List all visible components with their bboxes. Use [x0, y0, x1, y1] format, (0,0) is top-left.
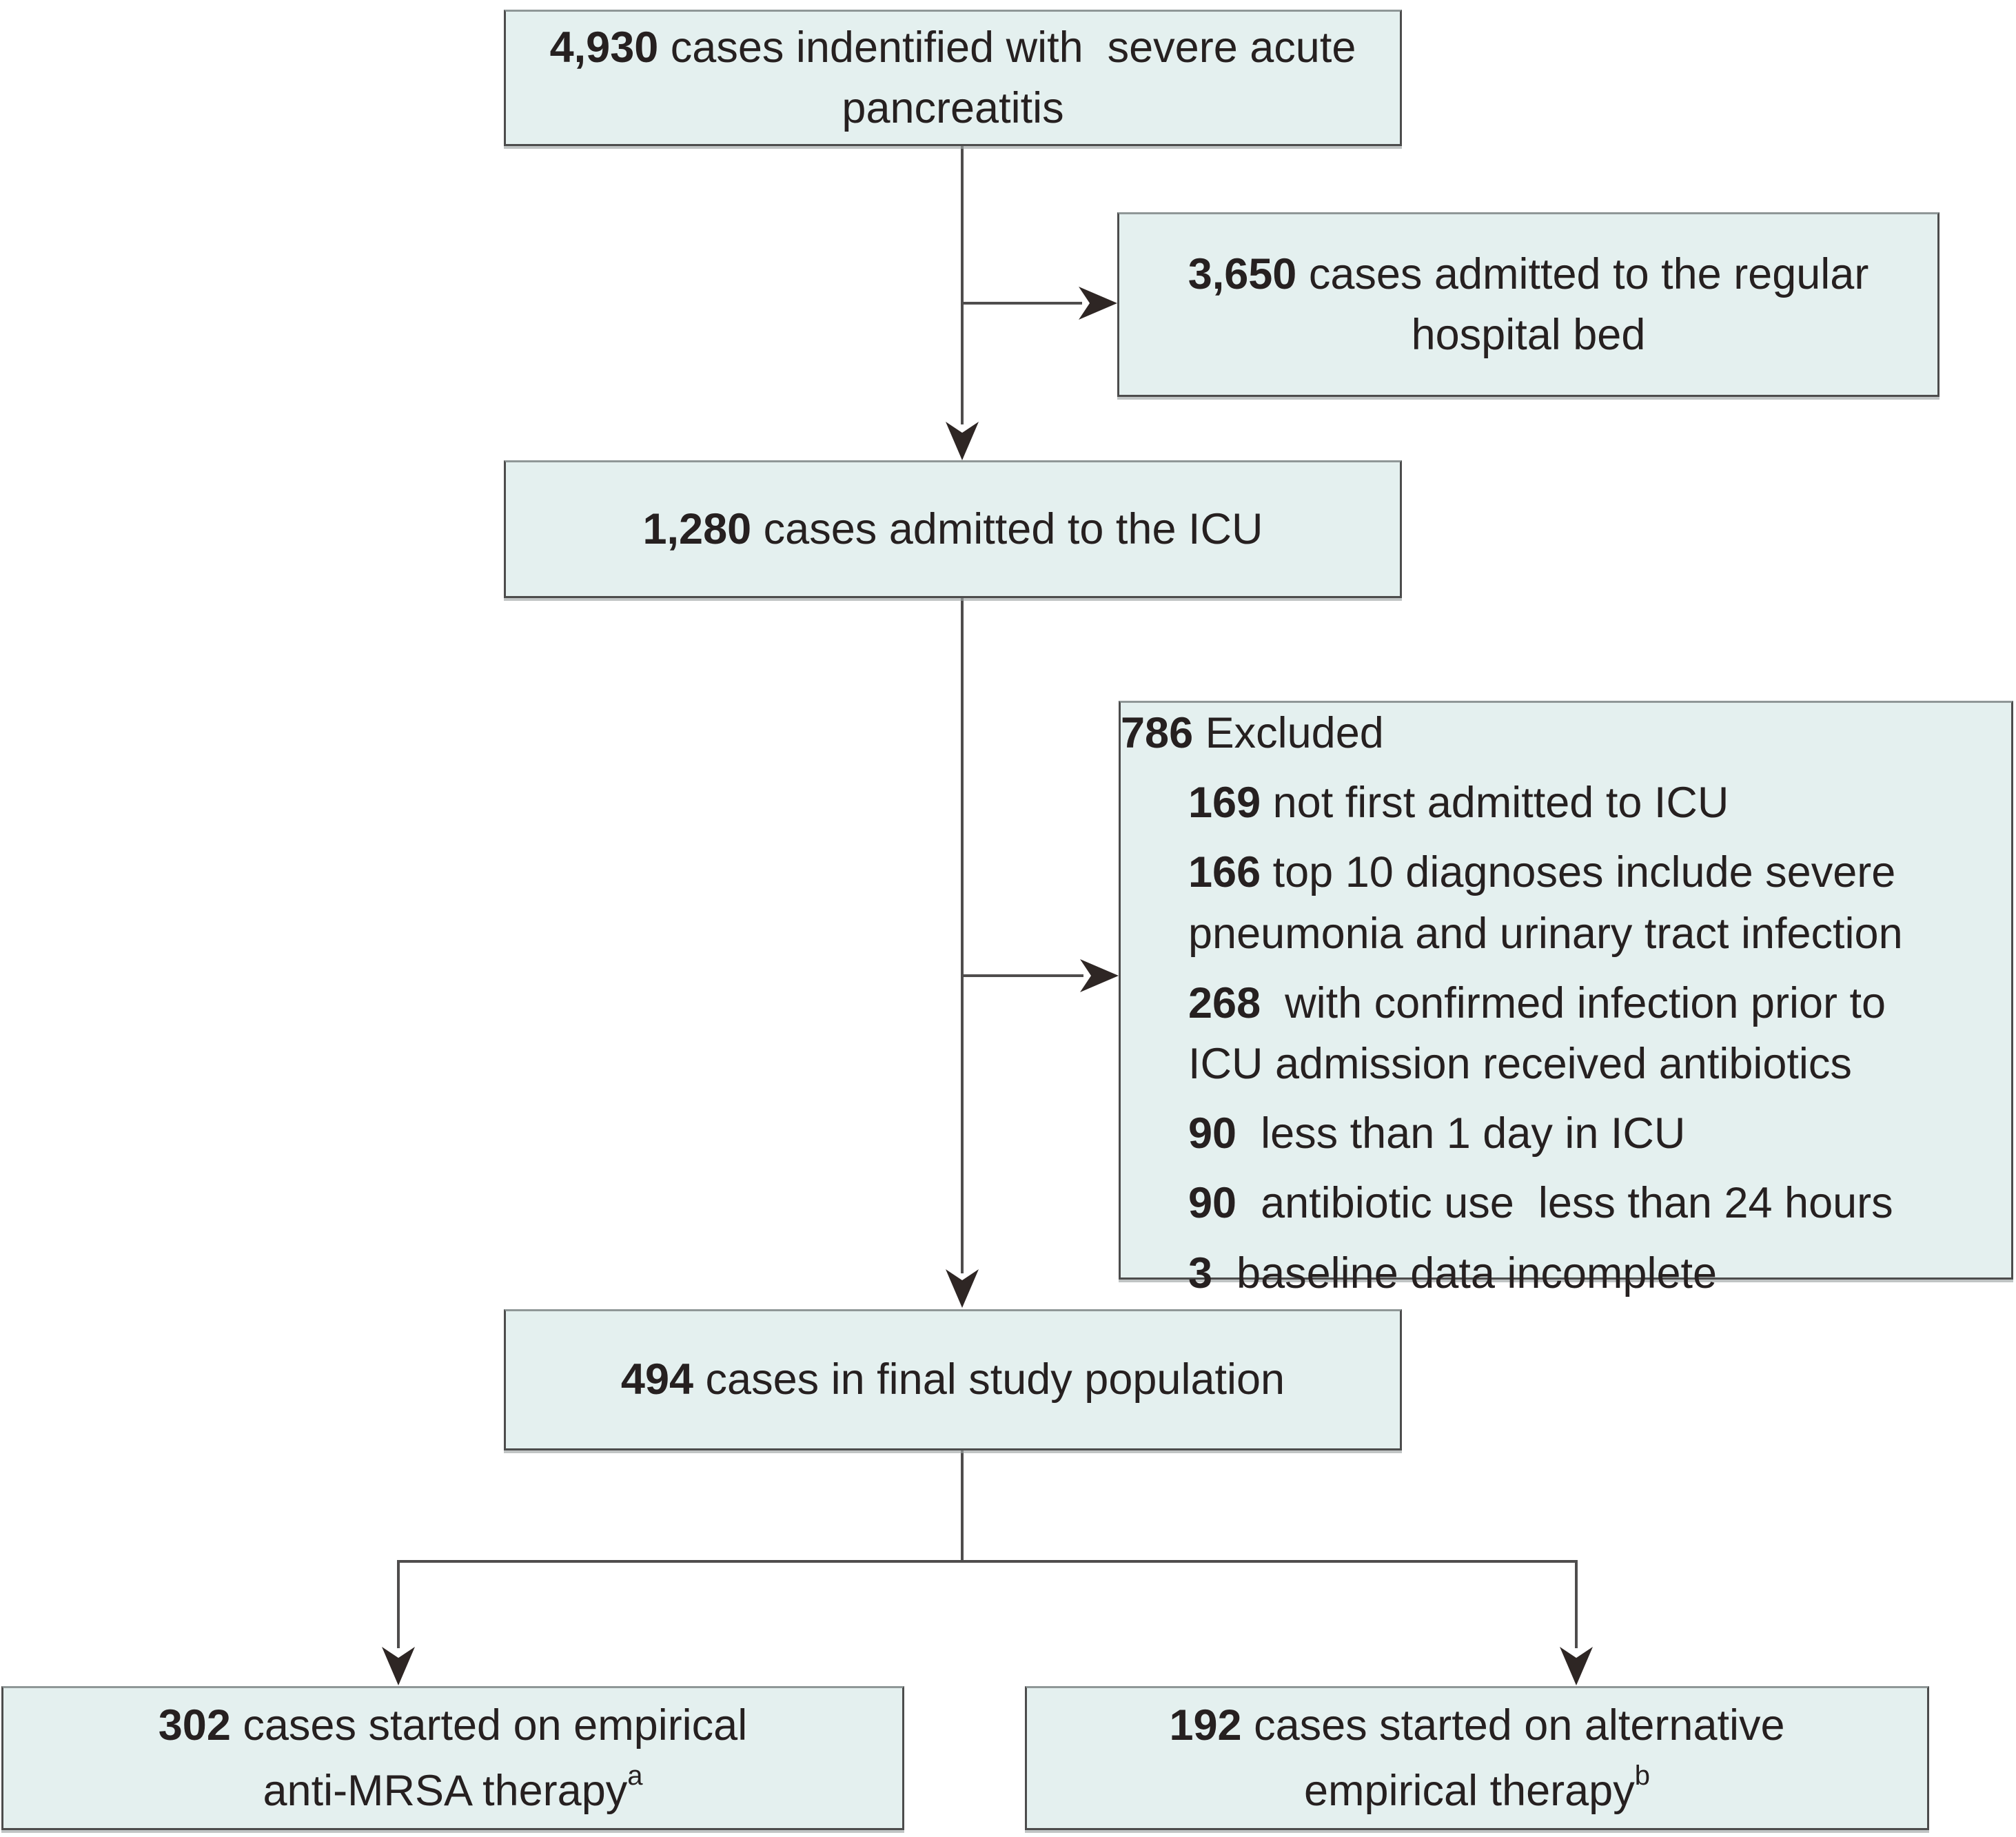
arrowhead-down-mrsa: [382, 1647, 415, 1685]
excluded-item-text: not first admitted to ICU: [1261, 779, 1729, 828]
arrowhead-right-excluded: [1080, 959, 1119, 992]
identified-text: cases indentified with severe acute panc…: [670, 23, 1356, 132]
excluded-item-count: 268: [1188, 978, 1261, 1027]
mrsa-label: 302 cases started on empirical anti-MRSA…: [159, 1695, 747, 1820]
final-text: cases in final study population: [693, 1355, 1285, 1404]
connector-icu-to-final: [961, 598, 964, 1273]
excluded-item-text: with confirmed infection prior to ICU ad…: [1188, 978, 1886, 1088]
excluded-count: 786: [1121, 709, 1194, 757]
mrsa-footnote-marker: a: [627, 1760, 643, 1791]
box-identified-cases: 4,930 cases indentified with severe acut…: [504, 10, 1402, 146]
box-final-population: 494 cases in final study population: [504, 1309, 1402, 1450]
icu-label: 1,280 cases admitted to the ICU: [643, 499, 1263, 560]
excluded-item-prior-infection: 268 with confirmed infection prior to IC…: [1188, 973, 2011, 1094]
icu-text: cases admitted to the ICU: [751, 504, 1263, 553]
connector-to-excluded: [961, 974, 1083, 977]
excluded-title-text: Excluded: [1193, 709, 1384, 757]
arrowhead-down-alt: [1560, 1647, 1593, 1685]
excluded-item-less-1day: 90 less than 1 day in ICU: [1188, 1103, 2011, 1164]
regular-bed-text: cases admitted to the regular hospital b…: [1308, 249, 1869, 359]
identified-label: 4,930 cases indentified with severe acut…: [550, 17, 1356, 138]
final-count: 494: [620, 1355, 694, 1404]
alt-text: cases started on alternative empirical t…: [1254, 1701, 1785, 1815]
box-anti-mrsa-therapy: 302 cases started on empirical anti-MRSA…: [1, 1686, 904, 1830]
mrsa-text: cases started on empirical anti-MRSA the…: [243, 1701, 748, 1815]
excluded-item-count: 166: [1188, 848, 1261, 897]
excluded-item-count: 90: [1188, 1109, 1237, 1158]
box-alternative-therapy: 192 cases started on alternative empiric…: [1025, 1686, 1929, 1830]
alt-count: 192: [1169, 1701, 1242, 1750]
final-label: 494 cases in final study population: [621, 1349, 1285, 1410]
connector-identified-to-icu: [961, 146, 964, 424]
identified-count: 4,930: [549, 23, 659, 72]
connector-to-regular-bed: [961, 302, 1082, 305]
excluded-item-count: 169: [1188, 779, 1261, 828]
arrowhead-down-final: [946, 1269, 979, 1308]
mrsa-count: 302: [158, 1701, 231, 1750]
excluded-item-diagnoses: 166 top 10 diagnoses include severe pneu…: [1188, 842, 2011, 963]
excluded-item-text: less than 1 day in ICU: [1236, 1109, 1686, 1158]
excluded-item-text: baseline data incomplete: [1212, 1249, 1718, 1297]
arrowhead-right-regular-bed: [1079, 287, 1117, 320]
excluded-item-text: top 10 diagnoses include severe pneumoni…: [1188, 848, 1903, 958]
regular-bed-label: 3,650 cases admitted to the regular hosp…: [1188, 244, 1869, 365]
arrowhead-down-icu: [946, 422, 979, 460]
excluded-item-count: 3: [1188, 1249, 1213, 1297]
excluded-item-count: 90: [1188, 1179, 1237, 1228]
icu-count: 1,280: [642, 504, 752, 553]
connector-split-horizontal: [397, 1560, 1578, 1563]
box-icu-admitted: 1,280 cases admitted to the ICU: [504, 460, 1402, 598]
alt-footnote-marker: b: [1634, 1760, 1650, 1791]
box-regular-bed: 3,650 cases admitted to the regular hosp…: [1117, 212, 1939, 397]
excluded-title: 786 Excluded: [1121, 703, 2011, 763]
excluded-item-baseline-incomplete: 3 baseline data incomplete: [1188, 1243, 2011, 1304]
connector-final-to-split: [961, 1450, 964, 1563]
regular-bed-count: 3,650: [1188, 249, 1297, 298]
box-excluded: 786 Excluded 169 not first admitted to I…: [1119, 701, 2013, 1297]
excluded-item-antibiotic-24h: 90 antibiotic use less than 24 hours: [1188, 1173, 2011, 1233]
connector-split-to-alt: [1575, 1560, 1578, 1648]
excluded-item-not-first: 169 not first admitted to ICU: [1188, 772, 2011, 833]
connector-split-to-mrsa: [397, 1560, 400, 1648]
excluded-item-text: antibiotic use less than 24 hours: [1236, 1179, 1893, 1228]
alt-label: 192 cases started on alternative empiric…: [1169, 1695, 1784, 1820]
